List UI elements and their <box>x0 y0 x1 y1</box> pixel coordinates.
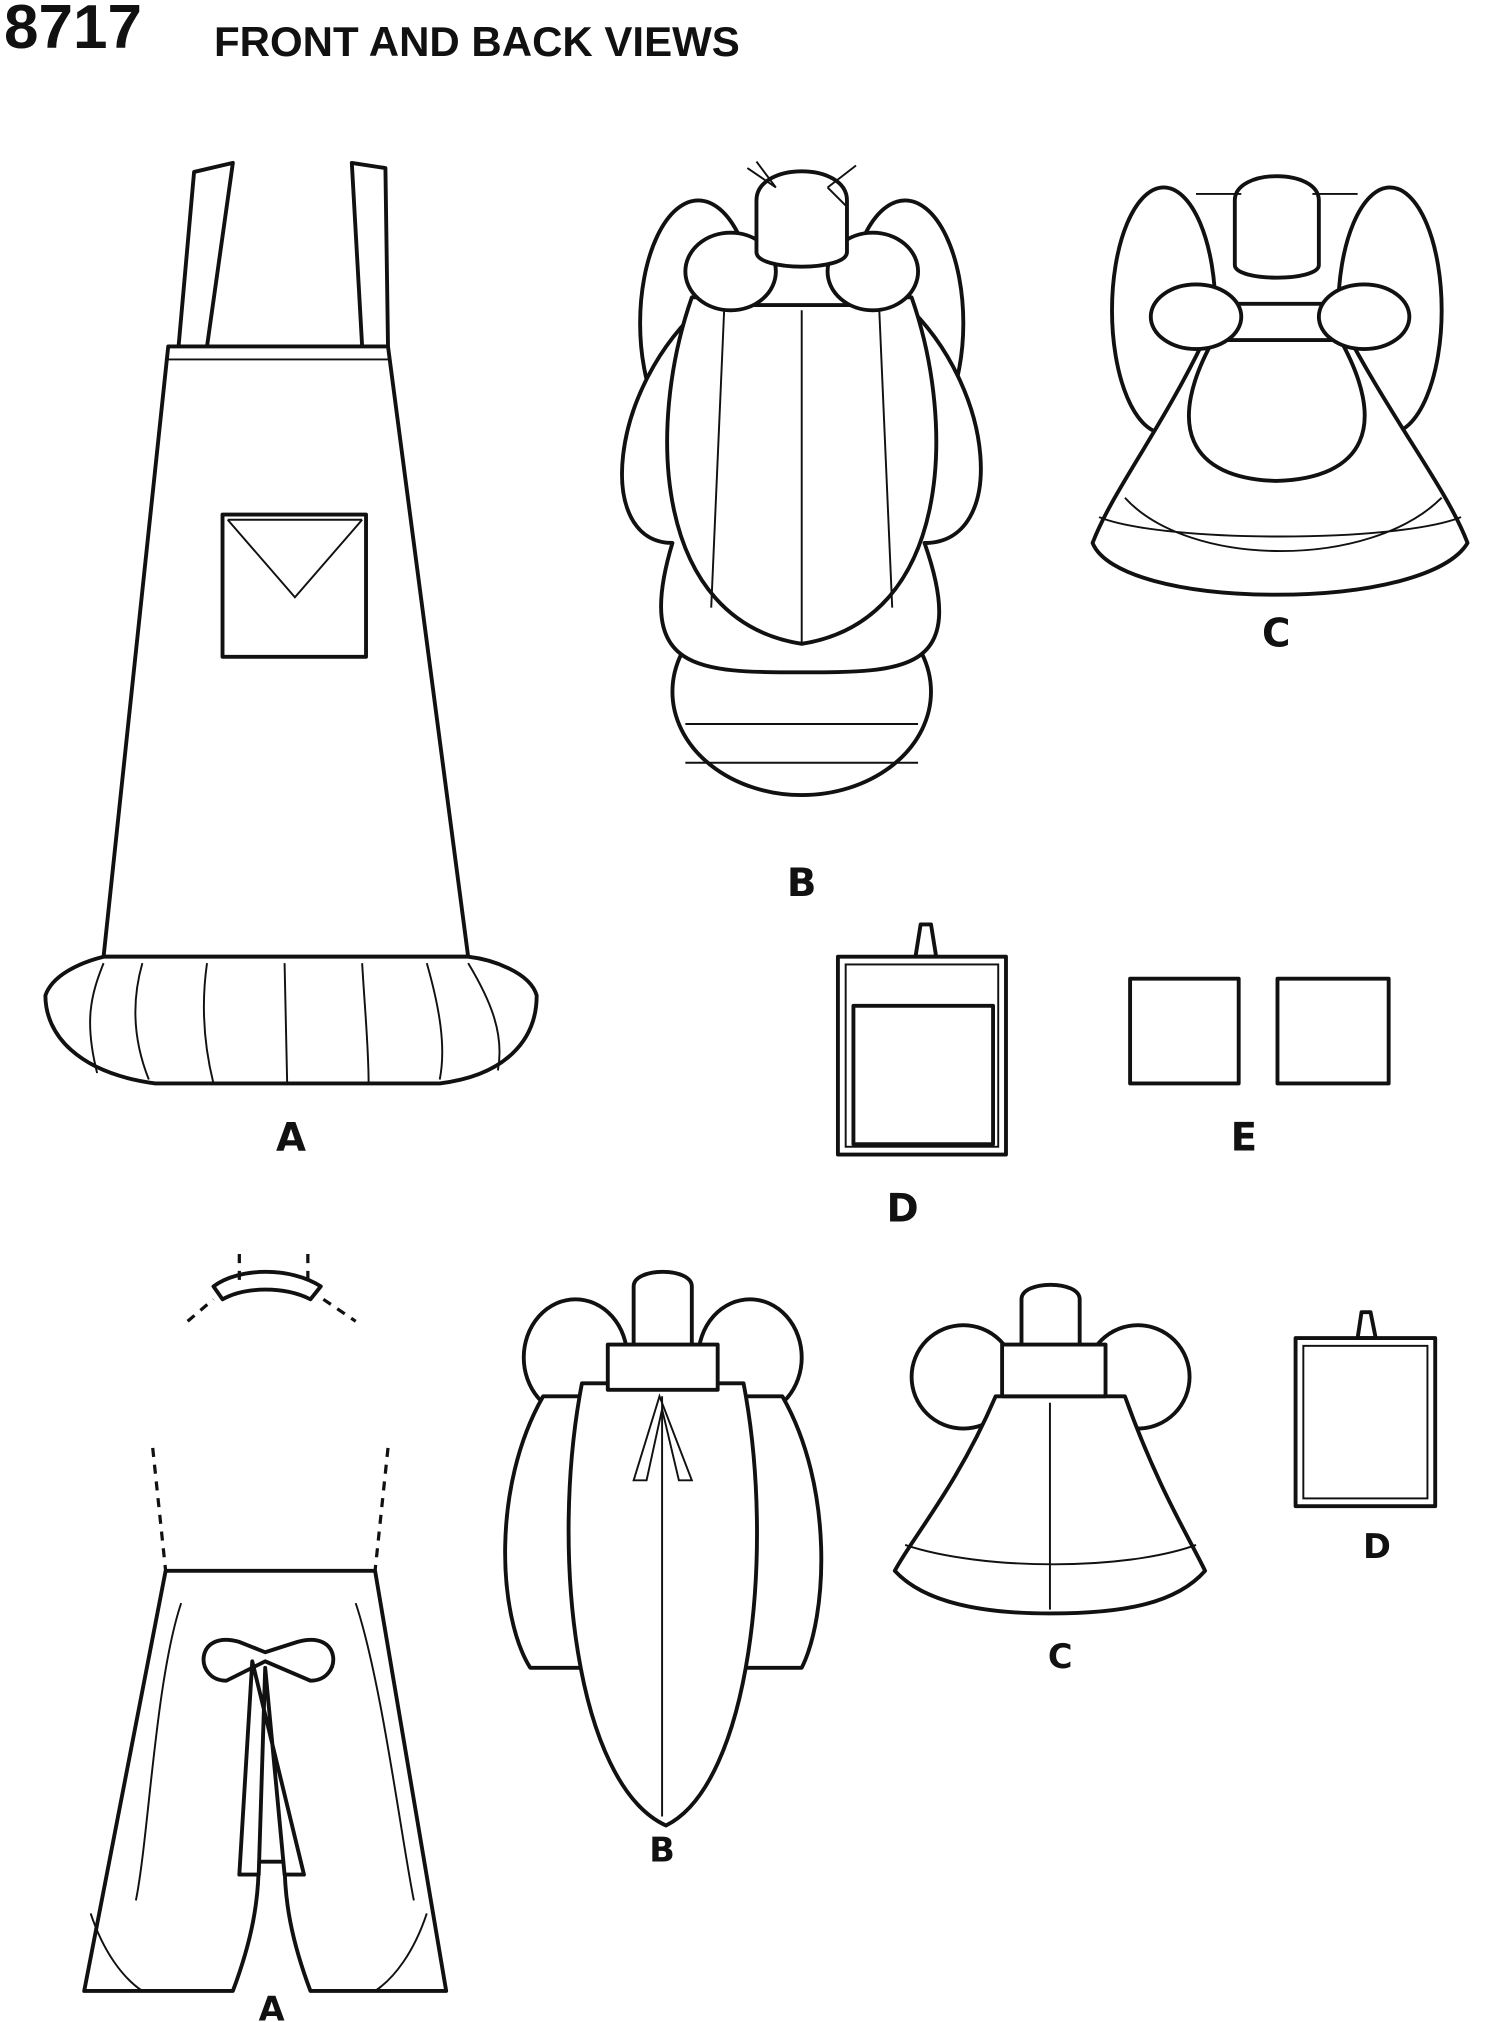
doll-dress-front-label: C <box>1262 611 1290 656</box>
bag-holder-back-drawing <box>503 1269 824 1828</box>
pot-holder-front-drawing <box>835 922 1008 1157</box>
coasters-drawing <box>1128 976 1391 1086</box>
bag-holder-back-label: B <box>649 1831 675 1870</box>
pot-holder-front-label: D <box>886 1187 918 1232</box>
doll-dress-front-drawing <box>1090 174 1470 597</box>
apron-back-label: A <box>259 1990 285 2022</box>
apron-back-drawing <box>82 1254 449 1993</box>
page-title: FRONT AND BACK VIEWS <box>214 18 740 65</box>
doll-dress-back-label: C <box>1048 1637 1073 1676</box>
pot-holder-back-drawing <box>1293 1310 1438 1509</box>
doll-dress-back-drawing <box>892 1282 1208 1616</box>
pattern-number: 8717 <box>4 0 142 62</box>
apron-front-label: A <box>276 1116 306 1161</box>
apron-front-drawing <box>43 160 539 1086</box>
bag-holder-front-drawing <box>620 161 983 798</box>
coasters-label: E <box>1231 1116 1257 1161</box>
pot-holder-back-label: D <box>1363 1527 1391 1566</box>
bag-holder-front-label: B <box>787 861 817 906</box>
